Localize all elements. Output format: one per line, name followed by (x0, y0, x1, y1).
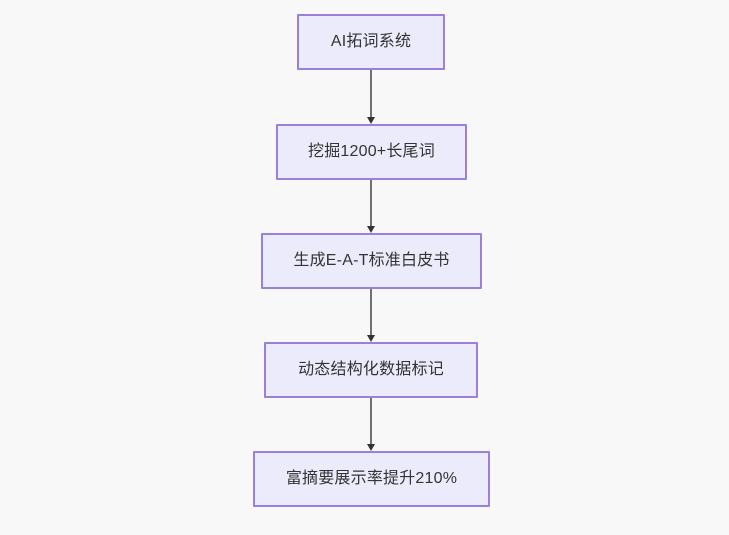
flow-node-n1[interactable]: AI拓词系统 (297, 14, 445, 70)
connector-line (370, 70, 372, 118)
flow-node-label: 生成E-A-T标准白皮书 (293, 252, 450, 270)
arrow-head-icon (367, 335, 375, 342)
flow-node-label: 富摘要展示率提升210% (285, 470, 458, 488)
connector-line (370, 398, 372, 445)
flow-node-n5[interactable]: 富摘要展示率提升210% (253, 451, 490, 507)
flow-node-label: AI拓词系统 (330, 33, 412, 51)
flow-node-n3[interactable]: 生成E-A-T标准白皮书 (261, 233, 482, 289)
arrow-head-icon (367, 226, 375, 233)
flow-node-label: 动态结构化数据标记 (298, 361, 444, 379)
flow-connector (367, 70, 375, 124)
arrow-head-icon (367, 444, 375, 451)
flow-connector (367, 398, 375, 451)
flow-node-label: 挖掘1200+长尾词 (308, 143, 435, 161)
arrow-head-icon (367, 117, 375, 124)
flow-connector (367, 180, 375, 233)
flow-node-n4[interactable]: 动态结构化数据标记 (264, 342, 478, 398)
flow-connector (367, 289, 375, 342)
connector-line (370, 180, 372, 227)
connector-line (370, 289, 372, 336)
flow-node-n2[interactable]: 挖掘1200+长尾词 (276, 124, 467, 180)
